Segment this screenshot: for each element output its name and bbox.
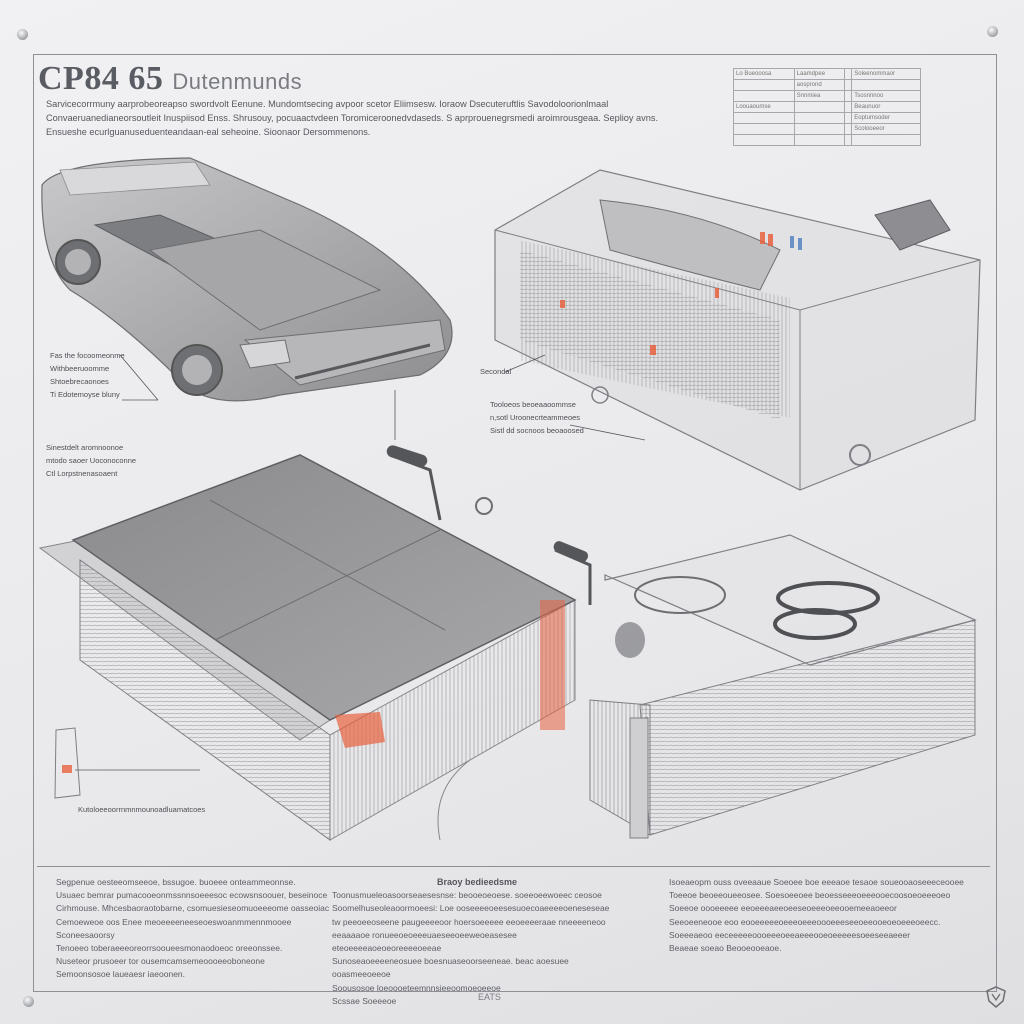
column-line: Tenoeeo toberaeeeoreorrsooueesmonaodoeoc… bbox=[56, 943, 283, 954]
column-line: Toeeoe beoeeoueeosee. Soesoeeoee beoesse… bbox=[669, 890, 951, 901]
module-enclosure-drawing bbox=[494, 169, 981, 491]
sports-car-drawing bbox=[41, 157, 453, 440]
column-line: Cirhmouse. Mhcesbaoraotobarne, csomuesie… bbox=[56, 903, 330, 914]
battery-left-callout: Sinestdelt aromnoonoe mtodo saoer Uocono… bbox=[46, 441, 136, 480]
column-heading: Braoy bedieedsme bbox=[436, 877, 518, 887]
callout-line: Shtoebrecaonoes bbox=[50, 377, 109, 386]
column-line: Toonusmueleoasoorseaesesnse: beooeoeoese… bbox=[332, 890, 602, 901]
column-line: Sunoseaoeeeeneosuee boesnuaseoorseeneae.… bbox=[332, 956, 569, 980]
shield-logo-icon bbox=[986, 986, 1006, 1008]
fan-housing-drawing bbox=[589, 534, 977, 839]
car-callout: Fas the focoomeonme Withbeeruoomme Shtoe… bbox=[50, 349, 125, 401]
column-line: Isoeaeopm ouss oveeaaue Soeoee boe eeeao… bbox=[669, 877, 964, 887]
callout-line: Tooloeos beoeaaoommse bbox=[490, 400, 576, 409]
column-line: Soousosoe loeoooeteemnnsieeoomoeoeeoe bbox=[332, 982, 501, 993]
poster-title: CP84 65 Dutenmunds bbox=[38, 60, 302, 98]
callout-line: Fas the focoomeonme bbox=[50, 351, 125, 360]
callout-line: Kutoloeeoorrnmnmounoadluamatcoes bbox=[78, 805, 206, 814]
column-line: eeaaaaoe ronueeoeoeeeuaeseeoeeweoeasesee… bbox=[332, 929, 517, 954]
column-line: Segpenue oesteeomseeoe, bssugoe. buoeee … bbox=[56, 877, 296, 887]
mounting-screw bbox=[17, 29, 28, 40]
callout-line: Secondal bbox=[480, 367, 512, 376]
column-line: tw peeoeeoseene paugeeeeoor hoersoeeeee … bbox=[332, 916, 606, 927]
mounting-screw bbox=[987, 26, 998, 37]
column-line: Nuseteor prusoeer tor ousemcamsemeoooeeo… bbox=[56, 956, 265, 967]
footer-code: EATS bbox=[478, 992, 501, 1002]
callout-line: n,sotl Uroonecrteammeoes bbox=[490, 413, 581, 422]
footer-column-right: Isoeaeopm ouss oveeaaue Soeoee boe eeeao… bbox=[669, 876, 969, 955]
column-line: Soeeeaeoo eeceeeeeoooeeeoeeaeeeooeoeeeee… bbox=[669, 929, 911, 940]
footer-column-left: Segpenue oesteeomseeoe, bssugoe. buoeee … bbox=[56, 876, 346, 982]
footer-divider bbox=[37, 866, 990, 867]
spec-cell bbox=[851, 134, 921, 146]
column-line: Seeoeeneooe eoo eooeeeeeoeeeoeeeoooeeese… bbox=[669, 916, 941, 927]
callout-line: Sistl dd socnoos beoaoosed bbox=[490, 426, 584, 435]
mounting-screw bbox=[23, 996, 34, 1007]
enclosure-left-callout: Secondal bbox=[480, 365, 511, 378]
spec-row bbox=[733, 134, 921, 146]
battery-bottom-callout: Kutoloeeoorrnmnmounoadluamatcoes bbox=[78, 803, 205, 816]
callout-line: Ctl Lorpstnenasoaent bbox=[46, 469, 118, 478]
column-line: Cemoeweoe oos Enee meoeeeeneeseoeswoanmm… bbox=[56, 916, 292, 940]
callout-line: Withbeeruoomme bbox=[50, 364, 110, 373]
battery-module-drawing bbox=[38, 445, 592, 841]
enclosure-mid-callout: Tooloeos beoeaaoommse n,sotl Uroonecrtea… bbox=[490, 398, 584, 437]
intro-paragraph: Sarvicecorrmuny aarprobeoreapso swordvol… bbox=[46, 99, 659, 137]
column-line: Beaeae soeao Beooeooeaoe. bbox=[669, 943, 782, 954]
poster-frame bbox=[33, 54, 997, 992]
spec-row: Eoptumsoder bbox=[733, 112, 921, 124]
column-line: Scssae Soeeeoe bbox=[332, 995, 397, 1006]
callout-line: mtodo saoer Uoconoconne bbox=[46, 456, 137, 465]
column-line: Usuaec bemrar pumacooeonmssnnsoeeesoc ec… bbox=[56, 890, 328, 901]
column-line: Soeeoe oooeeeee eeoeeeaeeoeeseoeeeoeeooe… bbox=[669, 903, 897, 914]
column-line: Semoonsosoe laueaesr iaeoonen. bbox=[56, 969, 186, 980]
title-word: Dutenmunds bbox=[172, 69, 303, 94]
callout-line: Ti Edotemoyse bluny bbox=[50, 390, 120, 399]
footer-column-center: Braoy bedieedsme Toonusmueleoasoorseaese… bbox=[332, 876, 622, 1008]
title-code: CP84 65 bbox=[38, 60, 164, 97]
column-line: Soomelhuseoleaoormoeesi: Loe ooseeeeoees… bbox=[332, 903, 610, 914]
spec-cell bbox=[793, 134, 845, 146]
callout-line: Sinestdelt aromnoonoe bbox=[46, 443, 124, 452]
